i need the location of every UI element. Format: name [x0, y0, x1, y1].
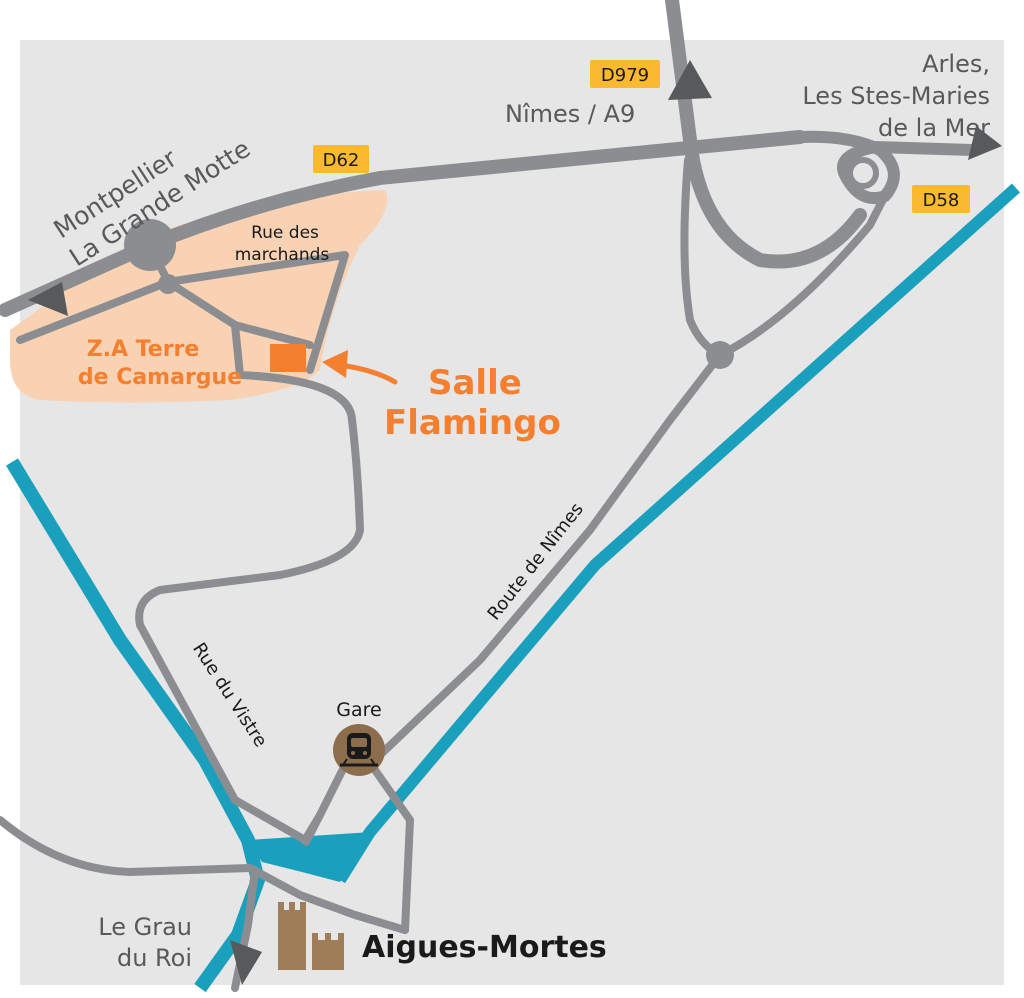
castle-towers-icon — [278, 902, 344, 970]
street-rue-des-marchands: Rue des marchands — [235, 223, 330, 265]
route-badge-d979-label: D979 — [601, 65, 649, 86]
direction-arles-line1: Arles, — [922, 50, 990, 78]
route-badge-d979: D979 — [590, 60, 660, 88]
street-rue-des-marchands-line1: Rue des — [251, 223, 319, 243]
roundabouts — [124, 157, 879, 369]
direction-arles-line3: de la Mer — [878, 114, 990, 142]
direction-arles-line2: Les Stes-Maries — [802, 82, 990, 110]
direction-grau-du-roi: Le Grau du Roi — [98, 913, 192, 972]
venue-label-line1: Salle — [428, 363, 522, 403]
direction-arrows — [28, 60, 1002, 985]
direction-grau-line1: Le Grau — [98, 913, 192, 941]
map-background — [20, 40, 1004, 985]
direction-arles: Arles, Les Stes-Maries de la Mer — [802, 50, 990, 142]
arrow-north-icon — [668, 60, 712, 100]
direction-nimes-a9: Nîmes / A9 — [505, 100, 635, 128]
station-label: Gare — [336, 699, 381, 721]
route-badge-d58-label: D58 — [923, 190, 960, 211]
zone-label-line1: Z.A Terre — [87, 337, 200, 362]
arrow-west-icon — [28, 282, 68, 316]
zone-label-line2: de Camargue — [78, 365, 242, 390]
train-icon — [333, 724, 385, 776]
route-badge-d62-label: D62 — [323, 150, 360, 171]
venue-marker-icon — [270, 344, 306, 372]
canal-basin — [248, 832, 372, 882]
route-badge-d58: D58 — [912, 185, 970, 213]
venue-label: Salle Flamingo — [384, 363, 561, 443]
venue-pointer-arrowhead-icon — [322, 350, 348, 378]
arrow-south-icon — [230, 940, 262, 985]
canals — [6, 183, 1021, 993]
venue-label-line2: Flamingo — [384, 403, 561, 443]
arrow-east-icon — [968, 126, 1002, 160]
main-roads — [0, 0, 978, 934]
street-rue-des-marchands-line2: marchands — [235, 245, 330, 265]
route-badge-d62: D62 — [313, 145, 369, 173]
local-roads — [0, 241, 409, 992]
direction-grau-line2: du Roi — [117, 944, 192, 972]
town-name: Aigues-Mortes — [362, 930, 607, 965]
zone-label: Z.A Terre de Camargue — [78, 337, 242, 390]
